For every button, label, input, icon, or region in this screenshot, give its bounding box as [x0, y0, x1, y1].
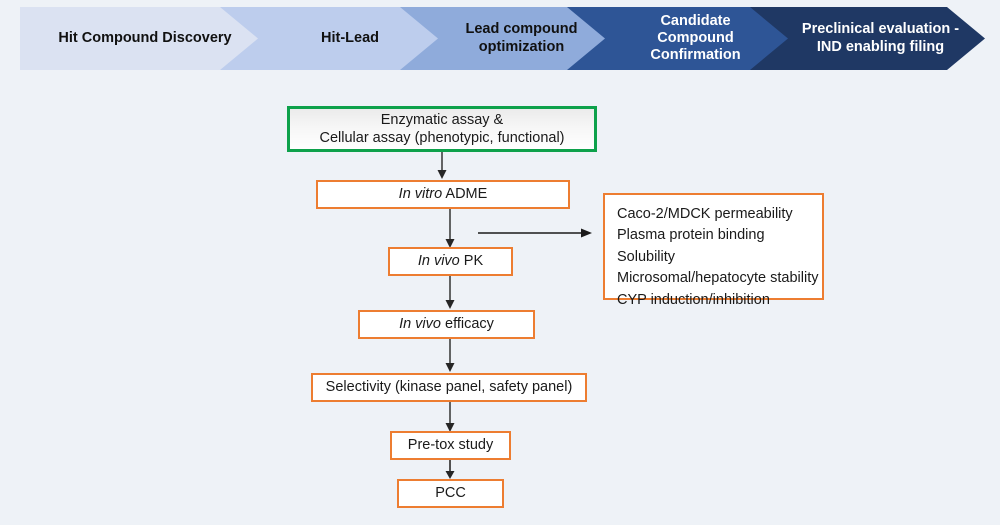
step-label-pcc: PCC	[435, 485, 466, 502]
arrow-to-side-panel	[478, 226, 593, 240]
arrow-in-vivo-efficacy-to-selectivity	[444, 339, 456, 373]
side-panel-item: Microsomal/hepatocyte stability	[617, 270, 819, 287]
drug-discovery-stage-banner: Hit Compound Discovery Hit-Lead Lead com…	[20, 7, 985, 70]
stage-label-preclinical-evaluation: Preclinical evaluation - IND enabling fi…	[801, 21, 960, 55]
side-panel-item: Solubility	[617, 248, 676, 265]
stage-segment-preclinical-evaluation[interactable]: Preclinical evaluation - IND enabling fi…	[750, 7, 985, 70]
stage-label-hit-lead: Hit-Lead	[321, 29, 379, 46]
step-label-italic-in-vivo-pk: In vivo	[417, 253, 460, 270]
side-panel-adme-assays[interactable]: Caco-2/MDCK permeability Plasma protein …	[603, 193, 824, 308]
assay-box[interactable]: Enzymatic assay & Cellular assay (phenot…	[287, 106, 597, 152]
arrow-in-vitro-adme-to-in-vivo-pk	[444, 209, 456, 249]
assay-box-line2: Cellular assay (phenotypic, functional)	[319, 130, 565, 146]
step-box-pre-tox-study[interactable]: Pre-tox study	[390, 431, 511, 460]
stage-label-hit-compound-discovery: Hit Compound Discovery	[58, 29, 232, 46]
step-label-in-vivo-pk: PK	[459, 253, 484, 270]
step-box-in-vivo-efficacy[interactable]: In vivo efficacy	[358, 310, 535, 339]
step-label-pre-tox-study: Pre-tox study	[407, 437, 494, 454]
side-panel-item: Caco-2/MDCK permeability	[617, 206, 793, 222]
step-box-pcc[interactable]: PCC	[397, 479, 504, 508]
step-label-in-vitro-adme: ADME	[442, 186, 488, 203]
stage-segment-hit-compound-discovery[interactable]: Hit Compound Discovery	[20, 7, 270, 70]
stage-label-candidate-compound-confirmation: Candidate Compound Confirmation	[650, 12, 741, 64]
step-box-selectivity[interactable]: Selectivity (kinase panel, safety panel)	[311, 373, 587, 402]
step-label-italic-in-vivo-efficacy: In vivo	[399, 316, 441, 333]
arrow-assay-to-in-vitro-adme	[436, 152, 448, 180]
step-label-in-vivo-efficacy: efficacy	[440, 316, 494, 333]
step-label-selectivity: Selectivity (kinase panel, safety panel)	[325, 379, 573, 396]
step-label-italic-in-vitro-adme: In vitro	[398, 186, 443, 203]
stage-segment-candidate-compound-confirmation[interactable]: Candidate Compound Confirmation	[567, 7, 800, 70]
assay-box-line1: Enzymatic assay &	[380, 111, 504, 128]
stage-segment-hit-lead[interactable]: Hit-Lead	[220, 7, 450, 70]
arrow-pre-tox-study-to-pcc	[444, 460, 456, 480]
arrow-in-vivo-pk-to-in-vivo-efficacy	[444, 276, 456, 310]
step-box-in-vivo-pk[interactable]: In vivo PK	[388, 247, 513, 276]
side-panel-item: CYP induction/inhibition	[617, 291, 770, 308]
arrow-selectivity-to-pre-tox-study	[444, 402, 456, 433]
side-panel-item: Plasma protein binding	[617, 227, 765, 244]
step-box-in-vitro-adme[interactable]: In vitro ADME	[316, 180, 570, 209]
stage-label-lead-compound-optimization: Lead compound optimization	[465, 21, 578, 55]
